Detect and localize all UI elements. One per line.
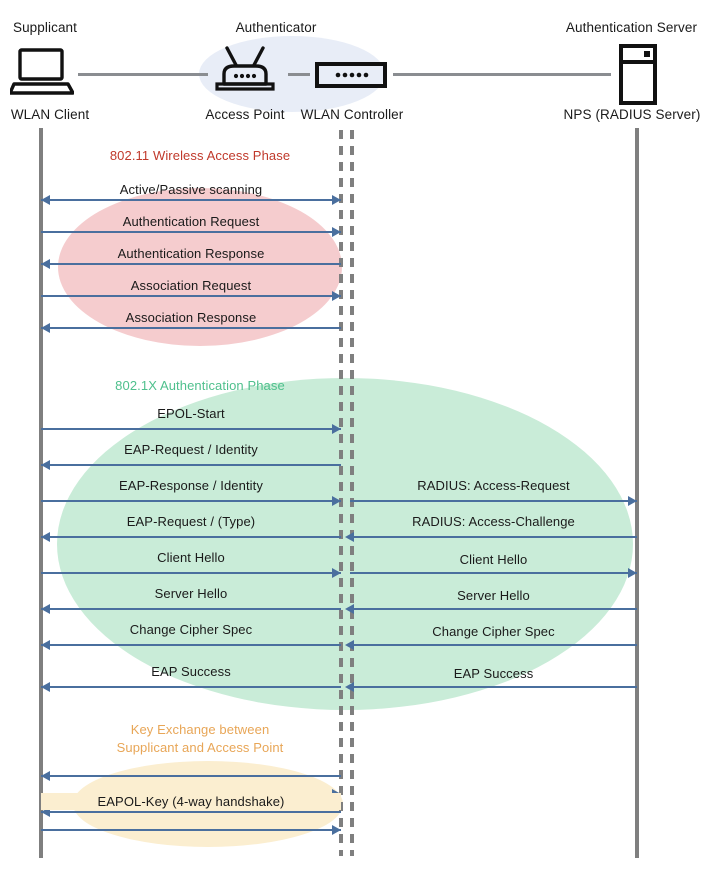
message-label: Authentication Request — [122, 214, 260, 229]
arrowhead-left-icon — [41, 771, 50, 781]
arrowhead-right-icon — [332, 496, 341, 506]
phase-ellipse-dot1x-auth — [57, 378, 633, 710]
actor-name-nps: NPS (RADIUS Server) — [563, 107, 701, 122]
arrowhead-left-icon — [41, 259, 50, 269]
phase-ellipse-wireless-access — [58, 188, 342, 346]
message-line — [41, 536, 341, 538]
actor-name-access-point: Access Point — [205, 107, 285, 122]
arrowhead-left-icon — [345, 604, 354, 614]
message-label-eapol-key: EAPOL-Key (4-way handshake) — [41, 793, 341, 810]
message-label: Server Hello — [154, 586, 228, 601]
actor-role-authentication-server: Authentication Server — [565, 20, 698, 35]
message-line — [41, 327, 341, 329]
arrowhead-right-icon — [332, 825, 341, 835]
message-label: Server Hello — [457, 588, 530, 603]
message-label: RADIUS: Access-Challenge — [412, 514, 575, 529]
server-tower-icon — [618, 44, 658, 111]
wire-ap-to-wlc — [288, 73, 310, 76]
network-switch-icon — [315, 62, 387, 93]
message-line — [350, 608, 637, 610]
message-line — [41, 644, 341, 646]
message-line — [41, 829, 341, 831]
message-line — [350, 536, 637, 538]
arrowhead-left-icon — [41, 604, 50, 614]
message-label: Active/Passive scanning — [119, 182, 263, 197]
actor-role-authenticator: Authenticator — [235, 20, 317, 35]
lifeline-wlan-controller — [350, 130, 354, 856]
arrowhead-left-icon — [41, 460, 50, 470]
laptop-icon — [8, 48, 75, 101]
message-line — [350, 500, 637, 502]
arrowhead-right-icon — [628, 496, 637, 506]
message-label: RADIUS: Access-Request — [417, 478, 570, 493]
phase-label-dot1x-auth: 802.1X Authentication Phase — [115, 378, 285, 393]
message-label: Association Request — [130, 278, 252, 293]
message-label: EAP-Response / Identity — [119, 478, 263, 493]
message-label: Client Hello — [459, 552, 528, 567]
wire-client-to-ap — [78, 73, 208, 76]
arrowhead-left-icon — [41, 640, 50, 650]
message-line — [41, 500, 341, 502]
message-label: Client Hello — [157, 550, 225, 565]
arrowhead-right-icon — [332, 424, 341, 434]
arrowhead-left-icon — [41, 807, 50, 817]
phase-label-wireless-access: 802.11 Wireless Access Phase — [109, 148, 291, 163]
arrowhead-left-icon — [41, 532, 50, 542]
lifeline-access-point — [339, 130, 343, 856]
phase-label-key-exchange: Key Exchange between Supplicant and Acce… — [116, 722, 284, 755]
arrowhead-left-icon — [41, 323, 50, 333]
message-label: Change Cipher Spec — [129, 622, 253, 637]
message-label: Authentication Response — [117, 246, 265, 261]
actor-role-supplicant: Supplicant — [12, 20, 78, 35]
message-line — [41, 199, 341, 201]
message-line — [41, 608, 341, 610]
message-line — [350, 686, 637, 688]
message-line — [41, 428, 341, 430]
arrowhead-right-icon — [628, 568, 637, 578]
message-label: EPOL-Start — [157, 406, 225, 421]
message-label: EAP-Request / (Type) — [126, 514, 256, 529]
wireless-router-icon — [212, 46, 278, 101]
message-label: EAP-Request / Identity — [124, 442, 258, 457]
arrowhead-left-icon — [41, 682, 50, 692]
actor-name-wlan-controller: WLAN Controller — [300, 107, 404, 122]
arrowhead-left-icon — [345, 532, 354, 542]
message-line — [41, 686, 341, 688]
message-label: Association Response — [125, 310, 257, 325]
lifeline-nps — [635, 128, 639, 858]
arrowhead-left-icon — [345, 640, 354, 650]
wire-wlc-to-nps — [393, 73, 611, 76]
lifeline-supplicant — [39, 128, 43, 858]
message-line — [41, 263, 341, 265]
arrowhead-right-icon — [332, 291, 341, 301]
message-label: EAP Success — [151, 664, 231, 679]
message-line — [350, 644, 637, 646]
message-line — [41, 295, 341, 297]
message-label: EAP Success — [453, 666, 534, 681]
arrowhead-right-icon — [332, 227, 341, 237]
message-line — [41, 811, 341, 813]
message-line — [41, 775, 341, 777]
arrowhead-left-icon — [345, 682, 354, 692]
message-line — [41, 572, 341, 574]
arrowhead-left-icon — [41, 195, 50, 205]
arrowhead-right-icon — [332, 568, 341, 578]
message-line — [41, 231, 341, 233]
arrowhead-right-icon — [332, 195, 341, 205]
message-line — [350, 572, 637, 574]
message-label: Change Cipher Spec — [432, 624, 555, 639]
actor-name-wlan-client: WLAN Client — [10, 107, 90, 122]
message-line — [41, 464, 341, 466]
